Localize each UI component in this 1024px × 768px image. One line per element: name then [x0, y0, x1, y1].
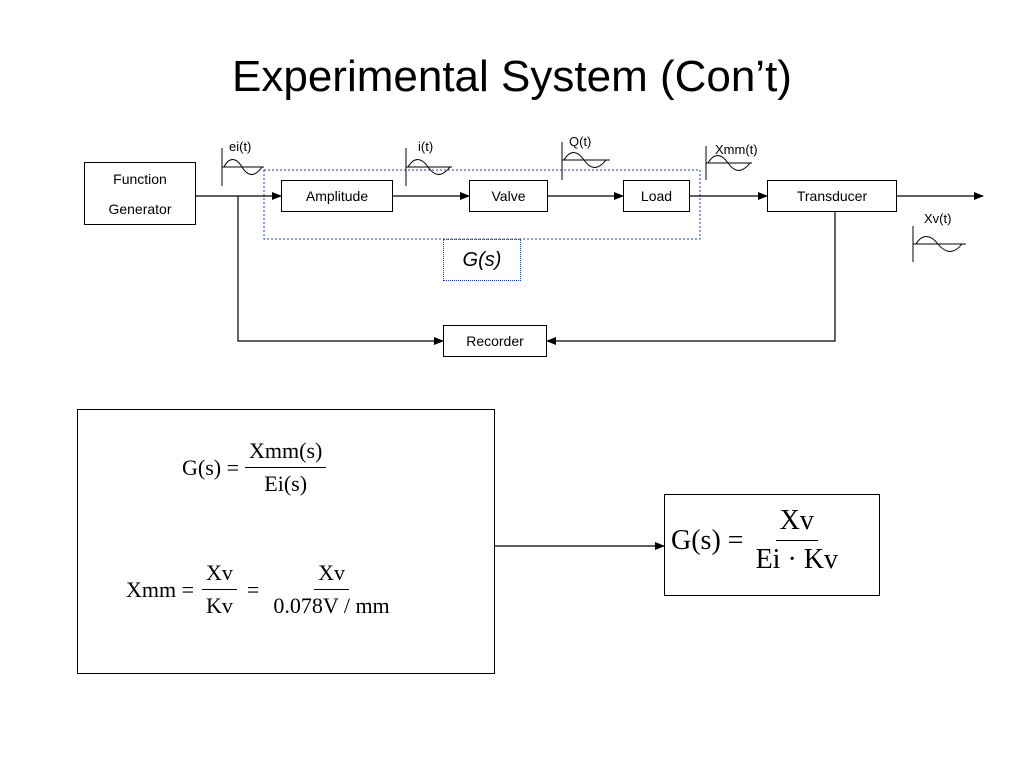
eq3-denominator: Ei · Kv [755, 544, 838, 575]
equation-box-result: G(s) = Xv Ei · Kv [664, 494, 880, 596]
signal-label-xmm: Xmm(t) [715, 142, 758, 157]
q-waveform-icon [561, 142, 610, 180]
load-block: Load [623, 180, 690, 212]
eq2-frac2-numerator: Xv [314, 560, 349, 590]
eq1-denominator: Ei(s) [264, 471, 308, 496]
ei-waveform-icon [221, 148, 264, 186]
recorder-block: Recorder [443, 325, 547, 357]
eq2-lhs: Xmm = [126, 576, 195, 602]
xmm-waveform-icon [705, 146, 752, 180]
eq3-numerator: Xv [775, 505, 818, 541]
gs-region-box [263, 169, 701, 240]
valve-block: Valve [469, 180, 548, 212]
signal-label-ei: ei(t) [229, 139, 252, 154]
line-transducer-to-recorder [546, 212, 836, 345]
equation-gs-definition: G(s) = Xmm(s) Ei(s) [182, 438, 327, 497]
function-generator-label-1: Function [113, 170, 167, 187]
slide-title: Experimental System (Con’t) [232, 52, 792, 101]
equation-xmm: Xmm = Xv Kv = Xv 0.078V / mm [126, 560, 394, 619]
function-generator-label-2: Generator [108, 200, 172, 217]
eq2-frac1-denominator: Kv [206, 593, 233, 618]
equation-gs-result: G(s) = Xv Ei · Kv [671, 505, 842, 576]
signal-label-xv: Xv(t) [924, 211, 952, 226]
equation-box-left: G(s) = Xmm(s) Ei(s) Xmm = Xv Kv = Xv 0.0… [77, 409, 495, 674]
xv-waveform-icon [912, 226, 966, 262]
eq1-lhs: G(s) = [182, 454, 240, 480]
transducer-block: Transducer [767, 180, 897, 212]
amplitude-block: Amplitude [281, 180, 393, 212]
eq1-numerator: Xmm(s) [245, 438, 327, 468]
eq2-frac2-denominator: 0.078V / mm [273, 593, 390, 618]
i-waveform-icon [405, 148, 452, 186]
signal-label-i: i(t) [418, 139, 434, 154]
eq2-frac1-numerator: Xv [202, 560, 237, 590]
eq3-lhs: G(s) = [671, 524, 744, 556]
signal-label-q: Q(t) [569, 134, 592, 149]
line-branch-to-recorder [237, 196, 444, 345]
function-generator-block: Function Generator [84, 162, 196, 225]
gs-label: G(s) [443, 239, 521, 281]
